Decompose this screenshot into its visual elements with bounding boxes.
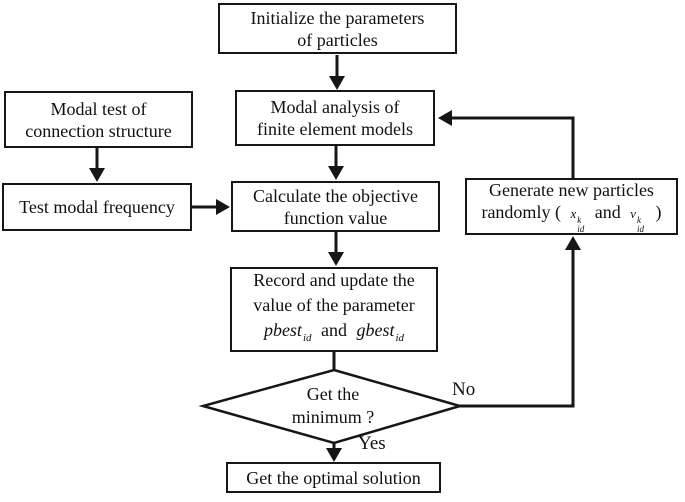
- math-sub: id: [637, 224, 645, 234]
- math-prefix: randomly (: [481, 202, 561, 222]
- node-text: minimum ?: [291, 407, 375, 427]
- math-sup: k: [577, 215, 582, 225]
- node-text: Test modal frequency: [19, 197, 175, 217]
- node-optimal: Get the optimal solution: [226, 462, 441, 493]
- math-sub: id: [577, 224, 585, 234]
- math-and: and: [594, 202, 621, 222]
- node-text: Generate new particles: [489, 180, 654, 200]
- node-text: Modal test of: [50, 98, 147, 119]
- node-text: of particles: [297, 29, 378, 50]
- node-text: connection structure: [25, 120, 172, 141]
- node-text-math: pbestid and gbestid: [264, 318, 404, 351]
- node-test-frequency: Test modal frequency: [2, 183, 192, 231]
- node-record: Record and update the value of the param…: [230, 267, 438, 352]
- math-var-v: v: [630, 206, 637, 221]
- edge-generate-to-modal-analysis: [438, 110, 575, 179]
- math-sub: id: [395, 331, 405, 344]
- decision-diamond: [198, 368, 465, 445]
- node-calculate: Calculate the objective function value: [231, 181, 440, 232]
- math-var-pbest: pbest: [263, 320, 302, 341]
- math-var-gbest: gbest: [356, 320, 395, 341]
- edge-label-yes: Yes: [358, 433, 386, 454]
- node-decision-label: Get the minimum ?: [252, 378, 414, 434]
- node-modal-test: Modal test of connection structure: [4, 91, 193, 148]
- edge-decision-no-to-generate: [459, 236, 581, 408]
- node-text: Calculate the objective: [253, 185, 418, 206]
- math-suffix: ): [655, 202, 662, 222]
- node-text: Get the optimal solution: [246, 467, 421, 488]
- edge-label-no: No: [452, 379, 476, 400]
- node-text: Initialize the parameters: [250, 7, 425, 28]
- node-text: finite element models: [257, 119, 413, 139]
- math-and: and: [321, 320, 347, 341]
- math-sup: k: [637, 215, 642, 225]
- node-text: Record and update the: [253, 270, 415, 291]
- node-text: value of the parameter: [253, 295, 415, 316]
- math-var-x: x: [570, 206, 577, 221]
- math-sub: id: [302, 331, 312, 344]
- node-modal-analysis: Modal analysis of finite element models: [235, 90, 435, 146]
- node-text: function value: [283, 207, 388, 228]
- node-text: Get the: [306, 384, 360, 404]
- node-initialize: Initialize the parameters of particles: [218, 3, 457, 54]
- node-text: Modal analysis of: [270, 97, 400, 117]
